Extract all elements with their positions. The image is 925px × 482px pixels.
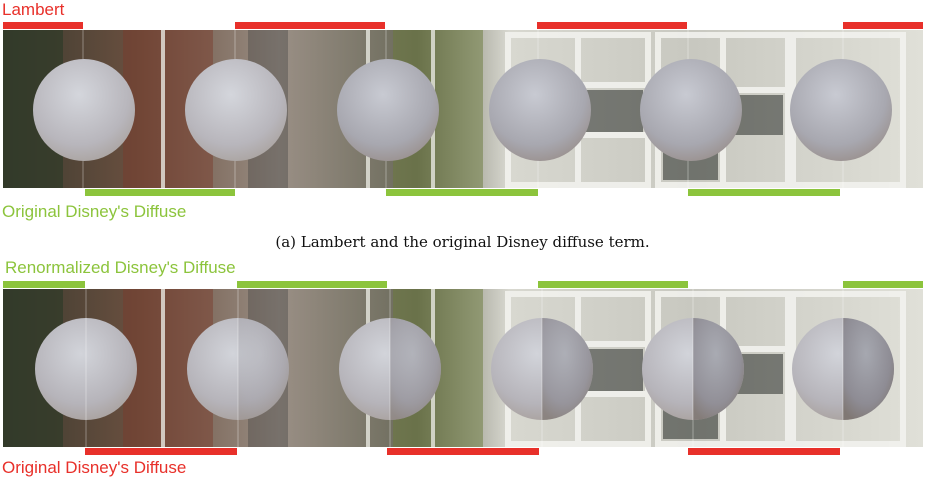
lambert-bar-4 <box>843 22 923 29</box>
renorm-bar-1 <box>3 281 85 288</box>
figure-caption-a: (a) Lambert and the original Disney diff… <box>275 233 650 251</box>
render-image-b <box>3 289 923 447</box>
disney-bar-3 <box>688 189 840 196</box>
sphere-b-1 <box>35 318 137 420</box>
original-disney-label-b: Original Disney's Diffuse <box>2 458 187 477</box>
render-strip-b <box>3 289 923 447</box>
sphere-a-4 <box>489 59 591 161</box>
renorm-bar-4 <box>843 281 923 288</box>
sphere-b-4 <box>491 318 593 420</box>
orig-bar-3 <box>688 448 840 455</box>
lambert-bar-2 <box>235 22 385 29</box>
renorm-bar-3 <box>538 281 688 288</box>
sphere-a-2 <box>185 59 287 161</box>
disney-bar-1 <box>85 189 235 196</box>
disney-bar-2 <box>386 189 538 196</box>
orig-bar-2 <box>387 448 539 455</box>
renorm-bar-2 <box>237 281 387 288</box>
original-disney-label-a: Original Disney's Diffuse <box>2 202 187 221</box>
render-image-a <box>3 30 923 188</box>
renormalized-disney-label: Renormalized Disney's Diffuse <box>5 258 236 277</box>
lambert-bar-3 <box>537 22 687 29</box>
sphere-a-1 <box>33 59 135 161</box>
sphere-b-5 <box>642 318 744 420</box>
sphere-a-6 <box>790 59 892 161</box>
lambert-label: Lambert <box>2 0 65 19</box>
sphere-a-5 <box>640 59 742 161</box>
sphere-b-6 <box>792 318 894 420</box>
sphere-b-3 <box>339 318 441 420</box>
sphere-b-2 <box>187 318 289 420</box>
sphere-a-3 <box>337 59 439 161</box>
orig-bar-1 <box>85 448 237 455</box>
render-strip-a <box>3 30 923 188</box>
lambert-bar-1 <box>3 22 83 29</box>
